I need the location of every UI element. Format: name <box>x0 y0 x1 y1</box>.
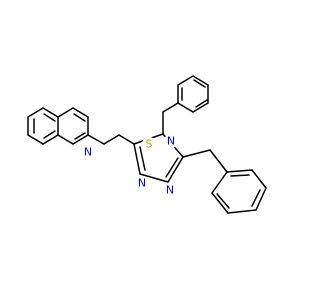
bond <box>182 149 211 158</box>
bond <box>118 134 135 145</box>
bond <box>227 209 257 214</box>
n-benzyl-group <box>162 75 209 135</box>
nitrogen-label: N <box>138 177 146 190</box>
atom-triazole-n2: N <box>163 183 177 197</box>
atom-sulfur: S <box>142 137 156 151</box>
bond <box>74 132 86 140</box>
bond <box>193 79 206 88</box>
bond <box>226 169 253 173</box>
label-background <box>164 134 178 148</box>
nitrogen-label: N <box>167 135 175 148</box>
molecule-structure: N S N N N <box>27 75 267 214</box>
methylene-thio-linker <box>87 134 135 145</box>
bond <box>209 149 228 173</box>
bond <box>251 189 261 207</box>
bond <box>139 173 169 183</box>
bond <box>167 156 184 183</box>
bond <box>230 174 250 177</box>
bond <box>177 102 194 113</box>
bond <box>57 107 74 118</box>
bond <box>42 134 59 145</box>
bond <box>211 171 228 194</box>
label-background <box>163 183 177 197</box>
bond <box>73 113 86 122</box>
bond <box>57 134 74 145</box>
bond <box>42 107 59 118</box>
bond <box>177 75 194 86</box>
quinoline-pyridine-ring <box>57 107 89 145</box>
atom-triazole-n4: N <box>164 134 178 148</box>
bond <box>192 75 209 86</box>
bond <box>251 169 267 189</box>
bond <box>27 107 44 118</box>
nitrogen-label: N <box>84 146 92 159</box>
bond <box>139 146 146 171</box>
bond <box>162 102 179 113</box>
quinoline-benzo-ring <box>27 107 59 145</box>
label-background <box>142 137 156 151</box>
bond <box>87 134 105 145</box>
atom-quinoline-nitrogen: N <box>81 145 95 159</box>
atom-triazole-n1: N <box>135 176 149 190</box>
bond <box>192 102 209 113</box>
bond <box>195 99 208 108</box>
bond <box>103 134 120 145</box>
sulfur-label: S <box>146 138 153 151</box>
bond <box>211 192 229 214</box>
label-background <box>81 145 95 159</box>
label-background <box>135 176 149 190</box>
bond <box>43 130 56 139</box>
bond <box>216 193 230 209</box>
bond <box>133 143 141 175</box>
bond <box>72 107 89 118</box>
bond <box>27 134 44 145</box>
nitrogen-label: N <box>166 184 174 197</box>
bond <box>43 113 56 122</box>
bond <box>72 134 89 145</box>
bond <box>255 187 267 211</box>
bond <box>165 157 179 178</box>
c-benzyl-group <box>182 149 267 214</box>
